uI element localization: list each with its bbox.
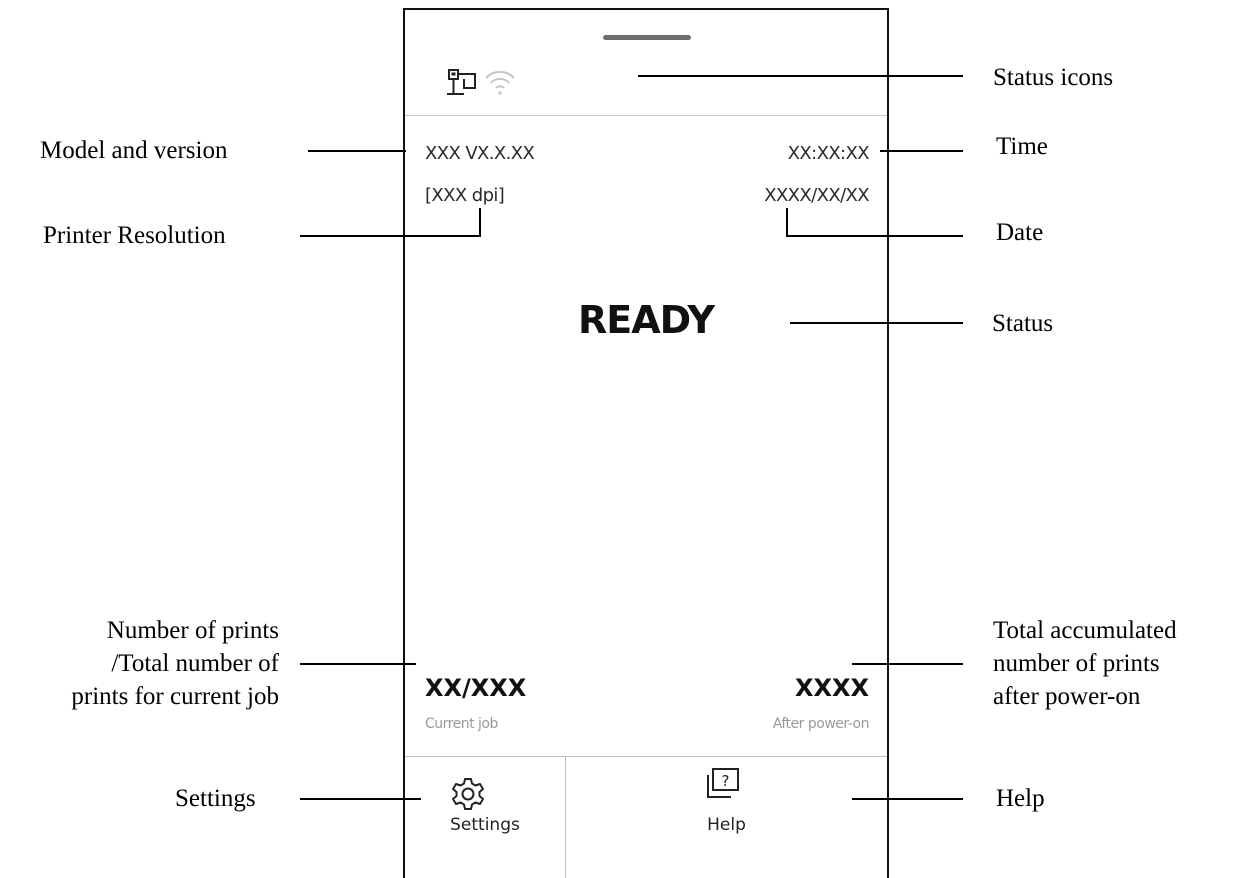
leader-resolution-v: [479, 208, 481, 237]
printer-resolution: [XXX dpi]: [425, 185, 505, 206]
settings-button[interactable]: Settings: [405, 757, 565, 878]
annotation-total-line3: after power-on: [993, 683, 1141, 710]
date-display: XXXX/XX/XX: [764, 185, 869, 206]
annotation-print-count: Number of prints /Total number of prints…: [71, 614, 279, 713]
time-display: XX:XX:XX: [787, 143, 870, 164]
help-button[interactable]: ? Help: [566, 757, 887, 878]
status-icons: [447, 68, 537, 98]
status-bar-divider: [405, 115, 887, 116]
annotation-print-count-line3: prints for current job: [71, 683, 279, 710]
help-label: Help: [707, 815, 746, 835]
footer-divider: [405, 756, 887, 757]
total-prints-count: XXXX: [794, 674, 869, 702]
annotation-printer-resolution: Printer Resolution: [43, 222, 226, 249]
annotation-print-count-line1: Number of prints: [106, 617, 279, 644]
leader-model-version: [308, 150, 406, 152]
printer-display: XXX VX.X.XX [XXX dpi] XX:XX:XX XXXX/XX/X…: [403, 8, 889, 878]
leader-resolution-h: [300, 235, 481, 237]
annotation-status-icons: Status icons: [993, 64, 1114, 91]
annotation-total-line2: number of prints: [993, 650, 1160, 677]
leader-total-prints: [852, 663, 963, 665]
settings-label: Settings: [450, 815, 520, 835]
leader-print-count: [300, 663, 416, 665]
status-text: READY: [578, 298, 715, 342]
total-prints-label: After power-on: [772, 716, 870, 732]
gear-icon: [452, 778, 484, 810]
leader-date-v: [786, 208, 788, 237]
current-job-label: Current job: [425, 716, 498, 732]
annotation-total-prints: Total accumulated number of prints after…: [993, 614, 1177, 713]
drag-handle[interactable]: [603, 35, 691, 40]
help-icon: ?: [707, 768, 739, 798]
svg-text:?: ?: [722, 772, 730, 790]
leader-time: [880, 150, 963, 152]
annotation-settings: Settings: [175, 785, 256, 812]
leader-status: [790, 322, 963, 324]
wired-network-icon: [447, 69, 476, 95]
annotation-date: Date: [996, 219, 1044, 246]
annotation-total-line1: Total accumulated: [993, 617, 1177, 644]
leader-date-h: [786, 235, 963, 237]
leader-settings: [300, 798, 421, 800]
annotation-help: Help: [996, 785, 1045, 812]
model-version: XXX VX.X.XX: [425, 143, 535, 164]
wifi-icon: [485, 70, 515, 95]
footer-separator: [565, 756, 566, 878]
annotation-time: Time: [996, 133, 1048, 160]
current-job-count: XX/XXX: [425, 674, 527, 702]
annotation-print-count-line2: /Total number of: [111, 650, 279, 677]
annotation-model-version: Model and version: [40, 137, 228, 164]
leader-status-icons: [638, 75, 963, 77]
annotation-status: Status: [992, 310, 1054, 337]
leader-help: [852, 798, 963, 800]
